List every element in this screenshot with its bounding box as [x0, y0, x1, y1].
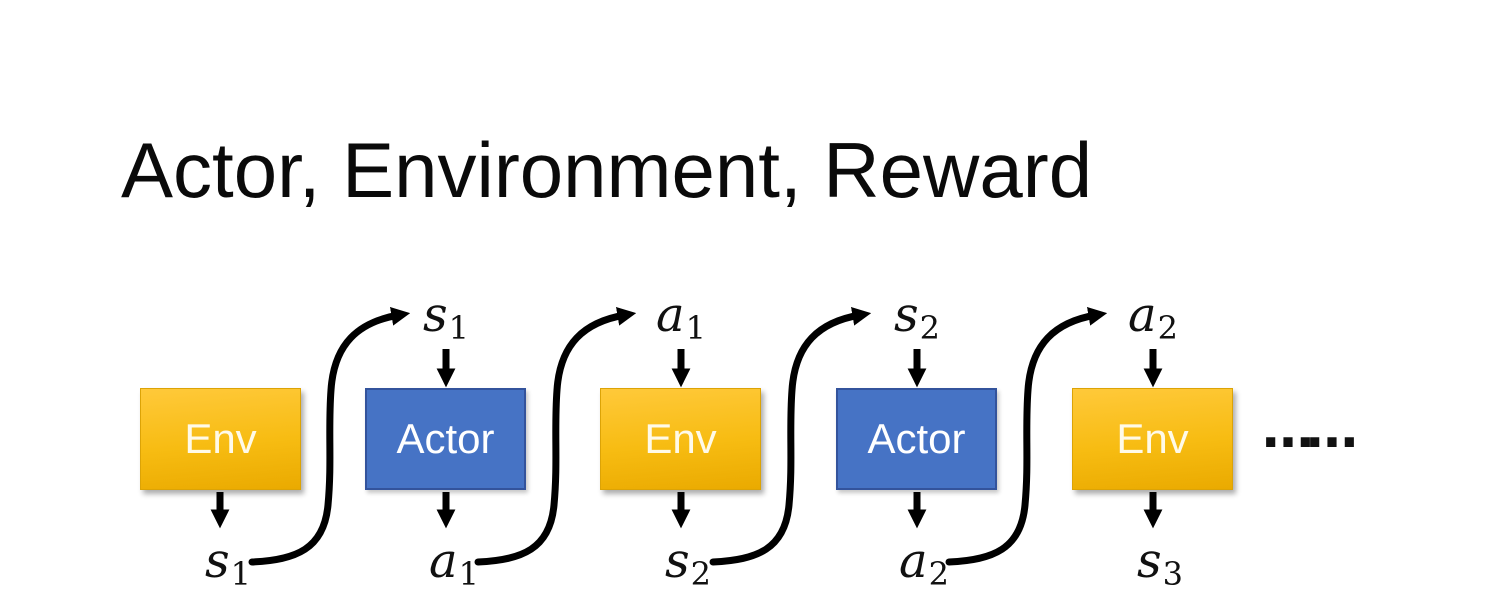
env-box-2: Env [600, 388, 761, 490]
math-base: a [899, 533, 928, 589]
actor-box-1: Actor [365, 388, 526, 490]
math-sub: 1 [230, 555, 251, 593]
top-label-a1: a1 [621, 291, 741, 352]
math-sub: 2 [928, 555, 949, 593]
math-base: a [656, 287, 685, 343]
math-base: a [1128, 287, 1157, 343]
actor-box-1-label: Actor [396, 415, 495, 462]
math-base: s [894, 287, 919, 343]
actor-box-2-label: Actor [867, 415, 966, 462]
math-sub: 2 [690, 555, 711, 593]
math-base: s [423, 287, 448, 343]
math-sub: 1 [458, 555, 479, 593]
slide-title: Actor, Environment, Reward [121, 126, 1093, 214]
math-base: s [665, 533, 690, 589]
curve-arrow-s2 [709, 306, 872, 566]
actor-box-2: Actor [836, 388, 997, 490]
math-base: s [1137, 533, 1162, 589]
continuation-ellipsis: …… [1262, 400, 1358, 460]
math-sub: 3 [1162, 555, 1183, 593]
math-base: a [429, 533, 458, 589]
top-label-a2: a2 [1093, 291, 1213, 352]
env-box-3-label: Env [1116, 415, 1189, 462]
env-box-1: Env [140, 388, 301, 490]
bottom-label-a1: a1 [394, 537, 514, 598]
math-sub: 2 [919, 309, 940, 347]
bottom-label-s1: s1 [168, 537, 288, 598]
math-sub: 2 [1157, 309, 1178, 347]
bottom-label-s3: s3 [1100, 537, 1220, 598]
math-sub: 1 [685, 309, 706, 347]
curve-arrow-s1 [248, 306, 411, 566]
env-box-1-label: Env [184, 415, 257, 462]
top-label-s2: s2 [857, 291, 977, 352]
math-base: s [205, 533, 230, 589]
curve-arrow-a2 [945, 306, 1108, 566]
math-sub: 1 [448, 309, 469, 347]
curve-arrow-a1 [474, 306, 637, 566]
bottom-label-a2: a2 [864, 537, 984, 598]
env-box-2-label: Env [644, 415, 717, 462]
env-box-3: Env [1072, 388, 1233, 490]
bottom-label-s2: s2 [628, 537, 748, 598]
top-label-s1: s1 [386, 291, 506, 352]
